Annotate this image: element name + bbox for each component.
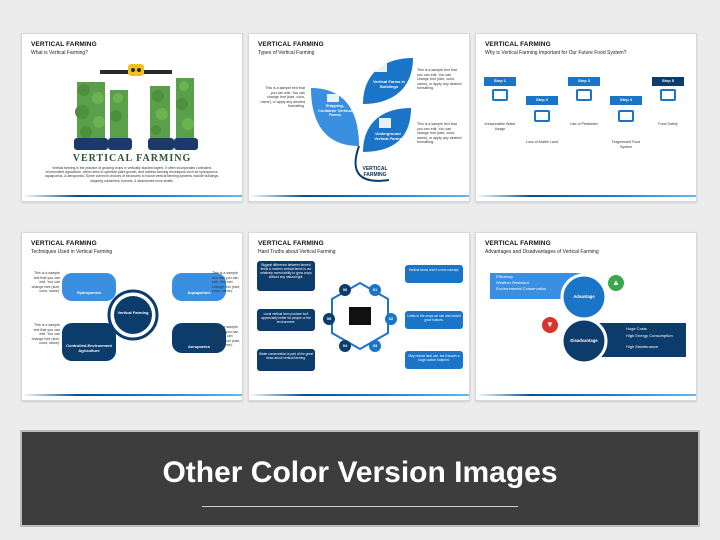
hex-num-02: 02 bbox=[388, 316, 394, 321]
leaf-label-underground: Underground Vertical Farms bbox=[374, 131, 402, 141]
slide-subtitle: Why is Vertical Farming Important for Ou… bbox=[485, 50, 627, 56]
slide-footer-bar bbox=[22, 394, 242, 396]
step-4-text: Fragmented Food System bbox=[611, 140, 641, 149]
slide-footer-bar bbox=[476, 195, 696, 197]
step-5-label: Step 5 bbox=[652, 77, 684, 86]
pro-item-1: Efficiency bbox=[496, 274, 514, 279]
center-label: Vertical Farming bbox=[117, 310, 149, 315]
step-1-text: Irresponsible Water Usage bbox=[484, 122, 516, 131]
slide-subtitle: What is Vertical Farming? bbox=[31, 50, 88, 56]
left-text-1: Biggest difference between farmed fields… bbox=[260, 263, 312, 279]
land-icon bbox=[534, 110, 550, 122]
slide-subtitle: Types of Vertical Farming bbox=[258, 50, 315, 56]
slide-footer-bar bbox=[249, 195, 469, 197]
slide-body-text: Vertical farming is the practice of grow… bbox=[45, 166, 219, 183]
slide-title: VERTICAL FARMING bbox=[31, 41, 97, 48]
center-label: VERTICAL FARMING bbox=[362, 166, 388, 178]
slide-subtitle: Hard Truths about Vertical Farming bbox=[258, 249, 336, 255]
note-bottom-left: This is a sample text that you can edit.… bbox=[31, 323, 60, 345]
slide-thumbnail-pros-cons[interactable]: VERTICAL FARMING Advantages and Disadvan… bbox=[475, 232, 697, 401]
tech-aquaponics: Aquaponics bbox=[187, 290, 211, 295]
right-text-1: Vertical farms aren't a new concept. bbox=[408, 268, 460, 272]
pesticide-icon bbox=[576, 89, 592, 101]
note-top-left: This is a sample text that you can edit.… bbox=[31, 271, 60, 293]
leaf-label-buildings: Vertical Farms in Buildings bbox=[372, 79, 405, 89]
hex-num-04: 04 bbox=[342, 343, 348, 348]
left-text-3: Water conservation is part of the great … bbox=[259, 352, 313, 360]
note-left: This is a sample text that you can edit.… bbox=[260, 86, 305, 108]
slide-title: VERTICAL FARMING bbox=[258, 240, 324, 247]
slide-thumbnail-types[interactable]: VERTICAL FARMING Types of Vertical Farmi… bbox=[248, 33, 470, 202]
step-2-text: Loss of Arable Land bbox=[526, 140, 558, 144]
slide-thumbnail-techniques[interactable]: VERTICAL FARMING Techniques Used in Vert… bbox=[21, 232, 243, 401]
right-text-3: May reduce land use, but it leaves a hug… bbox=[408, 354, 460, 362]
tech-aeroponics: Aeroponics bbox=[187, 344, 210, 349]
step-1-label: Step 1 bbox=[484, 77, 516, 86]
pro-item-2: Weather Resistant bbox=[496, 280, 529, 285]
hex-num-06: 06 bbox=[342, 287, 348, 292]
slide-footer-bar bbox=[249, 394, 469, 396]
advantage-label: Advantage bbox=[573, 294, 595, 299]
tech-hydroponics: Hydroponics bbox=[76, 290, 102, 295]
leaf-label-shipping: Shipping-Container Vertical Farms bbox=[317, 103, 352, 118]
slide-thumbnail-importance[interactable]: VERTICAL FARMING Why is Vertical Farming… bbox=[475, 33, 697, 202]
note-bottom-right: This is a sample text that you can edit.… bbox=[417, 122, 462, 144]
slide-title: VERTICAL FARMING bbox=[258, 41, 324, 48]
vertical-farm-illustration bbox=[74, 64, 198, 150]
hex-num-03: 03 bbox=[372, 343, 378, 348]
banner-divider bbox=[202, 506, 518, 507]
thumbs-down-icon: ▼ bbox=[546, 320, 554, 329]
slide-subtitle: Advantages and Disadvantages of Vertical… bbox=[485, 249, 599, 255]
slide-footer-bar bbox=[22, 195, 242, 197]
note-bottom-right: This is a sample text that you can edit.… bbox=[212, 325, 241, 347]
tech-cea: Controlled-Environment Agriculture bbox=[66, 343, 112, 353]
hex-num-01: 01 bbox=[372, 287, 378, 292]
slide-subtitle: Techniques Used in Vertical Farming bbox=[31, 249, 113, 255]
left-text-2: Local vertical farm produce isn't apprec… bbox=[261, 312, 311, 324]
vertical-farming-logo: VERTICAL FARMING bbox=[72, 153, 192, 164]
con-item-2: High Energy Consumption bbox=[626, 333, 673, 338]
leaf-diagram bbox=[311, 58, 413, 182]
step-3-label: Step 3 bbox=[568, 77, 600, 86]
food-system-icon bbox=[618, 110, 634, 122]
step-3-text: Use of Pesticides bbox=[570, 122, 598, 126]
water-icon bbox=[492, 89, 508, 101]
slide-footer-bar bbox=[476, 394, 696, 396]
other-color-banner[interactable]: Other Color Version Images bbox=[20, 430, 700, 527]
pro-item-3: Environmental Conservation bbox=[496, 286, 547, 291]
step-2-label: Step 2 bbox=[526, 96, 558, 105]
slide-title: VERTICAL FARMING bbox=[485, 240, 551, 247]
note-top-right: This is a sample text that you can edit.… bbox=[212, 271, 241, 293]
slide-thumbnail-what-is[interactable]: VERTICAL FARMING What is Vertical Farmin… bbox=[21, 33, 243, 202]
step-5-text: Food Safety bbox=[658, 122, 678, 126]
note-top-right: This is a sample text that you can edit.… bbox=[417, 68, 462, 90]
hexagon-diagram bbox=[257, 261, 463, 371]
con-item-3: High Maintenance bbox=[626, 344, 659, 349]
step-4-label: Step 4 bbox=[610, 96, 642, 105]
hex-num-05: 05 bbox=[326, 316, 332, 321]
pros-cons-diagram bbox=[490, 273, 686, 365]
banner-title: Other Color Version Images bbox=[162, 456, 558, 489]
thumbs-up-icon: ▲ bbox=[612, 278, 620, 287]
slide-title: VERTICAL FARMING bbox=[31, 240, 97, 247]
right-text-2: Limits to the crops we can and should gr… bbox=[407, 314, 461, 322]
food-safety-icon bbox=[660, 89, 676, 101]
disadvantage-label: Disadvantage bbox=[570, 338, 598, 343]
techniques-diagram bbox=[62, 273, 226, 361]
slide-title: VERTICAL FARMING bbox=[485, 41, 551, 48]
slide-thumbnail-hard-truths[interactable]: VERTICAL FARMING Hard Truths about Verti… bbox=[248, 232, 470, 401]
con-item-1: Huge Costs bbox=[626, 326, 647, 331]
